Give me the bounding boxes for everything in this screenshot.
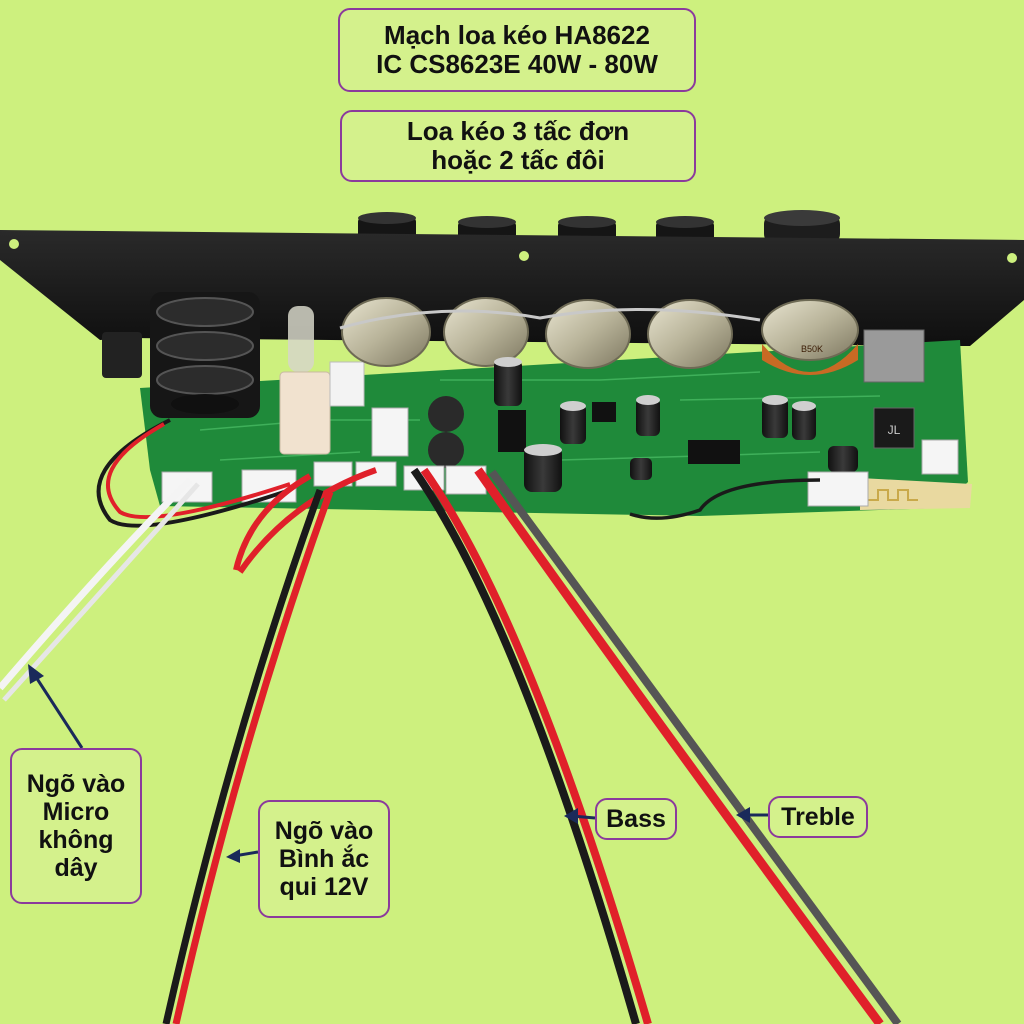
battery-input-callout: Ngõ vào Bình ắc qui 12V [258, 800, 390, 918]
relay-block [279, 371, 331, 455]
wire-treble-output [474, 467, 902, 1024]
mic-input-callout: Ngõ vào Micro không dây [10, 748, 142, 904]
wire-loop-left [96, 418, 291, 528]
wire-bass-output [410, 467, 652, 1024]
wire-battery-input [162, 467, 377, 1024]
inductors [428, 396, 464, 468]
subtitle-text: Loa kéo 3 tấc đơn hoặc 2 tấc đôi [406, 115, 630, 175]
pot-marking: B50K [801, 344, 823, 354]
title-text: Mạch loa kéo HA8622 IC CS8623E 40W - 80W [376, 19, 658, 79]
integrated-circuits: JL [498, 402, 915, 464]
wire-loop-right [629, 478, 821, 520]
panel-screw-hole [519, 251, 529, 261]
treble-callout: Treble [768, 796, 868, 838]
bass-callout: Bass [595, 798, 677, 840]
capacitors [494, 357, 858, 492]
subtitle-label: Loa kéo 3 tấc đơn hoặc 2 tấc đôi [340, 110, 696, 182]
title-label: Mạch loa kéo HA8622 IC CS8623E 40W - 80W [338, 8, 696, 92]
audio-jacks [102, 292, 260, 418]
panel-screw-hole [1007, 253, 1017, 263]
wire-connectors [161, 407, 959, 507]
panel-screw-hole [9, 239, 19, 249]
bass-text: Bass [606, 805, 666, 833]
battery-input-text: Ngõ vào Bình ắc qui 12V [274, 817, 374, 901]
wire-mic-input [0, 477, 200, 702]
svg-text:JL: JL [888, 423, 901, 437]
mic-input-text: Ngõ vào Micro không dây [26, 770, 126, 882]
potentiometers [339, 297, 859, 375]
callout-arrows [28, 664, 768, 863]
treble-text: Treble [781, 803, 855, 831]
sd-card-slot [863, 329, 925, 383]
indicator-led [288, 306, 314, 372]
